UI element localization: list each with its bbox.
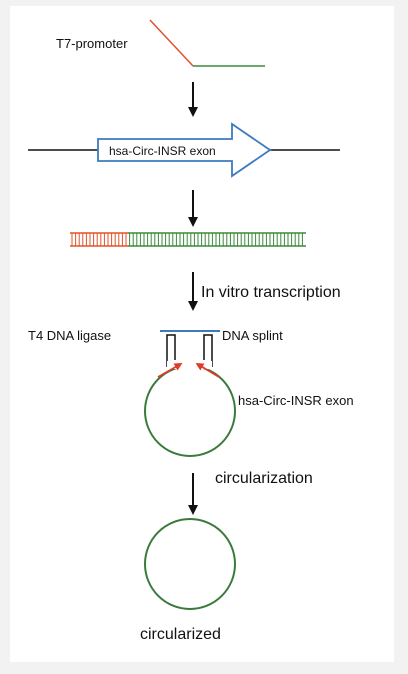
splint-label: DNA splint [222, 328, 283, 343]
promoter-label: T7-promoter [56, 36, 128, 51]
rna-end-right [203, 334, 213, 367]
red-arrow-left [157, 363, 183, 378]
dsdna-ladder [70, 232, 306, 247]
linear-rna-circle [144, 365, 236, 457]
diagram-panel [10, 6, 394, 662]
red-arrow-right [195, 362, 220, 378]
ligase-label: T4 DNA ligase [28, 328, 111, 343]
circle-gap [167, 361, 212, 369]
exon-circle-label: hsa-Circ-INSR exon [238, 393, 354, 408]
circular-rna [144, 518, 236, 610]
exon-block-arrow [97, 122, 272, 178]
circularized-label: circularized [140, 626, 221, 643]
transcription-label: In vitro transcription [201, 284, 341, 301]
exon-box-label: hsa-Circ-INSR exon [109, 144, 216, 158]
promoter-diagonal-line [149, 19, 194, 67]
circularization-label: circularization [215, 470, 313, 487]
rna-end-left [166, 334, 176, 367]
